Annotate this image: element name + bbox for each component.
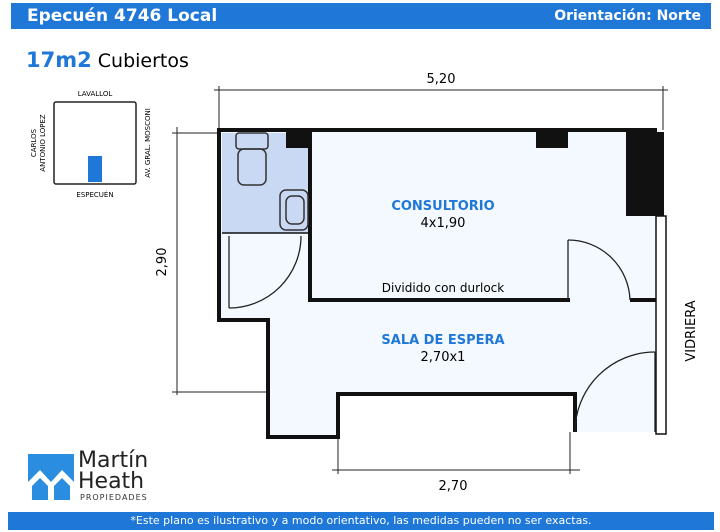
divider-note: Dividido con durlock — [382, 281, 505, 295]
disclaimer: *Este plano es ilustrativo y a modo orie… — [8, 512, 714, 530]
page-title: Epecuén 4746 Local — [27, 6, 218, 26]
street-east: AV. GRAL. MOSCONI — [144, 108, 152, 178]
area-value: 17m2 — [26, 48, 92, 72]
dim-height-left: 2,90 — [155, 248, 170, 277]
dim-width-top: 5,20 — [427, 72, 456, 87]
room-sala-espera-dims: 2,70x1 — [421, 350, 466, 365]
street-west-1: CARLOS — [30, 128, 38, 157]
window-label: VIDRIERA — [684, 300, 699, 361]
location-marker — [88, 156, 102, 182]
area-unit: Cubiertos — [97, 50, 189, 72]
dim-width-bottom: 2,70 — [439, 479, 468, 494]
sink-icon — [279, 189, 309, 231]
logo-subtitle: PROPIEDADES — [80, 493, 148, 502]
street-north: LAVALLOL — [78, 90, 113, 98]
street-west-2: ANTONIO LOPEZ — [39, 114, 47, 172]
logo-icon — [28, 454, 74, 500]
room-consultorio: CONSULTORIO — [391, 199, 494, 214]
window — [655, 215, 667, 435]
header-bar: Epecuén 4746 Local Orientación: Norte — [11, 3, 711, 29]
room-consultorio-dims: 4x1,90 — [421, 216, 466, 231]
doors — [228, 235, 656, 433]
area-label: 17m2 Cubiertos — [26, 48, 189, 72]
orientation: Orientación: Norte — [554, 8, 701, 24]
toilet-icon — [235, 132, 269, 186]
location-map: LAVALLOL ESPECUÉN CARLOS ANTONIO LOPEZ A… — [30, 90, 152, 199]
street-south: ESPECUÉN — [76, 190, 113, 199]
room-sala-espera: SALA DE ESPERA — [381, 333, 504, 348]
